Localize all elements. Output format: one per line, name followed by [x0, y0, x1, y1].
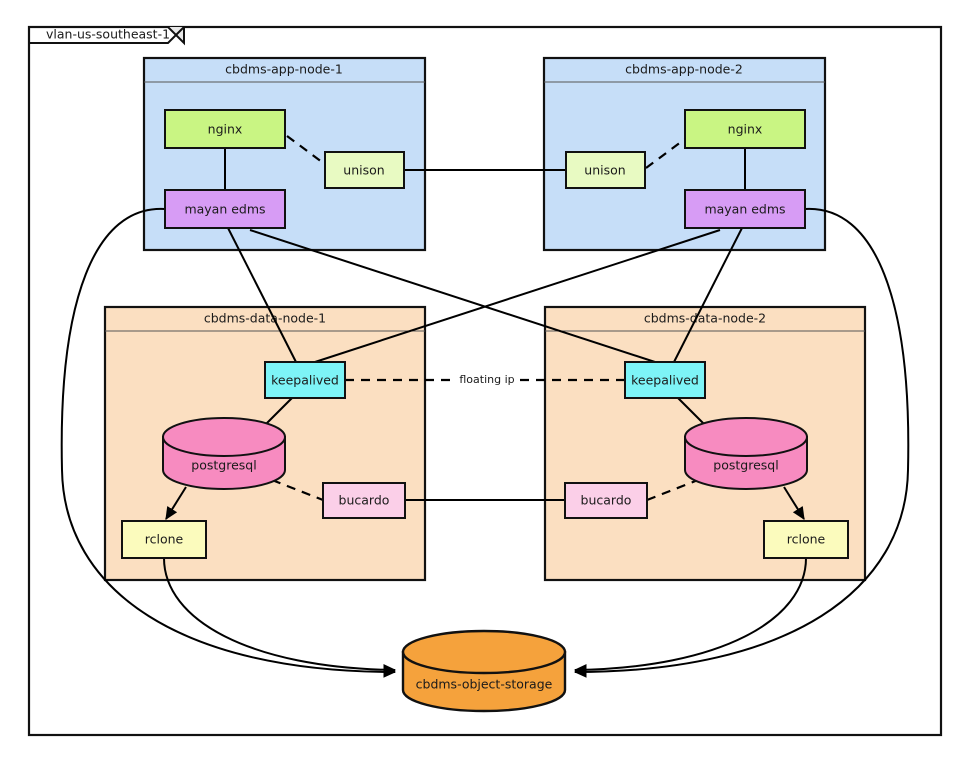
component-label-nginx-1: nginx: [208, 122, 243, 137]
component-nginx-node-1[interactable]: nginx: [164, 109, 286, 149]
component-label-nginx-2: nginx: [728, 122, 763, 137]
component-label-postgresql-1: postgresql: [191, 458, 256, 473]
edge-mayan1-keepalived1: [227, 227, 297, 363]
component-unison-node-2[interactable]: unison: [565, 151, 646, 189]
container-title-data-node-2: cbdms-data-node-2: [644, 311, 766, 326]
component-keepalived-data-node-2[interactable]: keepalived: [624, 361, 706, 399]
edge-mayan1-object-storage: [60, 207, 397, 678]
component-label-rclone-2: rclone: [787, 532, 826, 547]
component-label-keepalived-2: keepalived: [631, 373, 699, 388]
component-label-bucardo-2: bucardo: [581, 493, 632, 508]
edge-mayan2-object-storage: [573, 207, 910, 678]
edge-mayan2-keepalived1: [314, 229, 721, 363]
edge-rclone2-object-storage: [573, 557, 807, 676]
edge-label-floating-ip: floating ip: [459, 373, 514, 386]
component-mayan-edms-node-2[interactable]: mayan edms: [684, 189, 806, 229]
vlan-boundary-label: vlan-us-southeast-1: [46, 27, 170, 42]
container-title-data-node-1: cbdms-data-node-1: [204, 311, 326, 326]
container-title-app-node-1: cbdms-app-node-1: [225, 62, 343, 77]
component-unison-node-1[interactable]: unison: [324, 151, 405, 189]
edge-nginx1-unison1: [286, 135, 331, 169]
component-label-unison-2: unison: [584, 163, 625, 178]
component-label-keepalived-1: keepalived: [271, 373, 339, 388]
edge-postgresql2-rclone2: [783, 486, 805, 520]
edge-mayan2-keepalived2: [673, 227, 743, 363]
component-rclone-data-node-2[interactable]: rclone: [763, 520, 849, 559]
component-label-postgresql-2: postgresql: [713, 458, 778, 473]
edge-postgresql1-rclone1: [165, 486, 187, 520]
component-rclone-data-node-1[interactable]: rclone: [121, 520, 207, 559]
component-label-rclone-1: rclone: [145, 532, 184, 547]
component-postgresql-data-node-1[interactable]: postgresql: [162, 417, 286, 490]
edge-rclone1-object-storage: [163, 557, 397, 676]
component-bucardo-data-node-1[interactable]: bucardo: [322, 482, 406, 519]
component-mayan-edms-node-1[interactable]: mayan edms: [164, 189, 286, 229]
component-label-bucardo-1: bucardo: [339, 493, 390, 508]
component-nginx-node-2[interactable]: nginx: [684, 109, 806, 149]
container-title-app-node-2: cbdms-app-node-2: [625, 62, 743, 77]
component-label-mayan-edms-1: mayan edms: [184, 202, 265, 217]
edge-mayan1-keepalived2: [249, 229, 656, 363]
component-bucardo-data-node-2[interactable]: bucardo: [564, 482, 648, 519]
component-label-mayan-edms-2: mayan edms: [704, 202, 785, 217]
component-keepalived-data-node-1[interactable]: keepalived: [264, 361, 346, 399]
component-object-storage[interactable]: cbdms-object-storage: [401, 629, 567, 713]
component-label-object-storage: cbdms-object-storage: [416, 677, 553, 692]
component-postgresql-data-node-2[interactable]: postgresql: [684, 417, 808, 490]
edge-unison2-nginx2: [645, 135, 690, 169]
component-label-unison-1: unison: [343, 163, 384, 178]
